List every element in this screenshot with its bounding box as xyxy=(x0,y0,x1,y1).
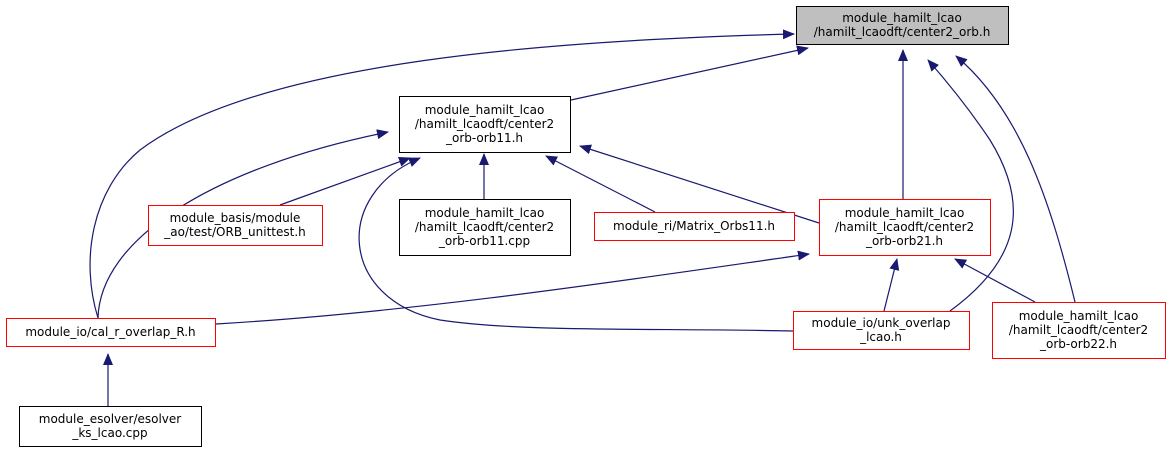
node-box xyxy=(992,302,1166,359)
node-orb11-h[interactable]: module_hamilt_lcao/hamilt_lcaodft/center… xyxy=(399,96,571,153)
edge-unk_overlap_lcao_h-to-orb21_h xyxy=(883,258,900,312)
node-orb22-h[interactable]: module_hamilt_lcao/hamilt_lcaodft/center… xyxy=(992,302,1166,359)
node-box xyxy=(399,96,571,153)
node-label-line: module_hamilt_lcao xyxy=(842,11,962,25)
edge-orb_unittest_h-to-orb11_h xyxy=(279,157,411,206)
node-esolver-ks-lcao-cpp[interactable]: module_esolver/esolver_ks_lcao.cpp xyxy=(19,406,202,447)
node-matrix-orbs11-h[interactable]: module_ri/Matrix_Orbs11.h xyxy=(594,212,795,241)
node-label-line: _orb-orb11.cpp xyxy=(438,234,530,248)
node-label-line: module_hamilt_lcao xyxy=(425,103,545,117)
node-label-line: /hamilt_lcaodft/center2 xyxy=(835,220,974,234)
nodes-layer: module_hamilt_lcao/hamilt_lcaodft/center… xyxy=(6,6,1166,447)
edge-orb21_h-to-orb11_h xyxy=(579,144,820,224)
node-label-line: module_io/cal_r_overlap_R.h xyxy=(25,325,195,339)
node-label-line: /hamilt_lcaodft/center2 xyxy=(415,220,554,234)
node-unk-overlap-lcao-h[interactable]: module_io/unk_overlap_lcao.h xyxy=(793,311,970,350)
node-orb21-h[interactable]: module_hamilt_lcao/hamilt_lcaodft/center… xyxy=(819,199,991,256)
node-label-line: module_hamilt_lcao xyxy=(845,206,965,220)
node-label-line: /hamilt_lcaodft/center2 xyxy=(415,117,554,131)
node-label-line: _ks_lcao.cpp xyxy=(71,426,147,440)
node-label-line: module_ri/Matrix_Orbs11.h xyxy=(613,219,775,233)
edge-cal_r_overlap_R_h-to-orb21_h xyxy=(215,250,810,325)
edge-orb22_h-to-orb21_h xyxy=(954,258,1036,303)
node-label-line: _orb-orb21.h xyxy=(865,234,943,248)
edges-layer xyxy=(89,29,1076,406)
node-box xyxy=(793,311,970,350)
node-label-line: _orb-orb11.h xyxy=(445,131,523,145)
node-box xyxy=(19,406,202,447)
node-label-line: /hamilt_lcaodft/center2 xyxy=(1009,323,1148,337)
node-label-line: module_hamilt_lcao xyxy=(425,206,545,220)
node-box xyxy=(819,199,991,256)
node-label-line: /hamilt_lcaodft/center2_orb.h xyxy=(814,25,991,39)
node-center2-orb-h: module_hamilt_lcao/hamilt_lcaodft/center… xyxy=(796,6,1009,45)
node-box xyxy=(399,199,571,256)
edge-orb11_h-to-center2_orb_h xyxy=(570,45,809,101)
node-label-line: module_esolver/esolver xyxy=(39,412,182,426)
node-label-line: _ao/test/ORB_unittest.h xyxy=(163,225,306,239)
node-box xyxy=(796,6,1009,45)
edge-cal_r_overlap_R_h-to-center2_orb_h xyxy=(89,29,795,319)
node-box xyxy=(148,205,323,246)
node-box xyxy=(594,212,795,241)
node-box xyxy=(6,318,216,347)
node-orb-unittest-h[interactable]: module_basis/module_ao/test/ORB_unittest… xyxy=(148,205,323,246)
node-label-line: module_hamilt_lcao xyxy=(1019,309,1139,323)
node-label-line: _orb-orb22.h xyxy=(1039,337,1117,351)
edge-unk_overlap_lcao_h-to-center2_orb_h xyxy=(927,59,1014,312)
node-orb11-cpp[interactable]: module_hamilt_lcao/hamilt_lcaodft/center… xyxy=(399,199,571,256)
edge-unk_overlap_lcao_h-to-orb11_h xyxy=(358,157,794,332)
node-cal-r-overlap-R-h[interactable]: module_io/cal_r_overlap_R.h xyxy=(6,318,216,347)
edge-orb22_h-to-center2_orb_h xyxy=(955,55,1076,303)
edge-matrix_orbs11_h-to-orb11_h xyxy=(545,155,656,213)
node-label-line: module_io/unk_overlap xyxy=(812,316,951,330)
node-label-line: module_basis/module xyxy=(170,211,301,225)
node-label-line: _lcao.h xyxy=(859,330,902,344)
